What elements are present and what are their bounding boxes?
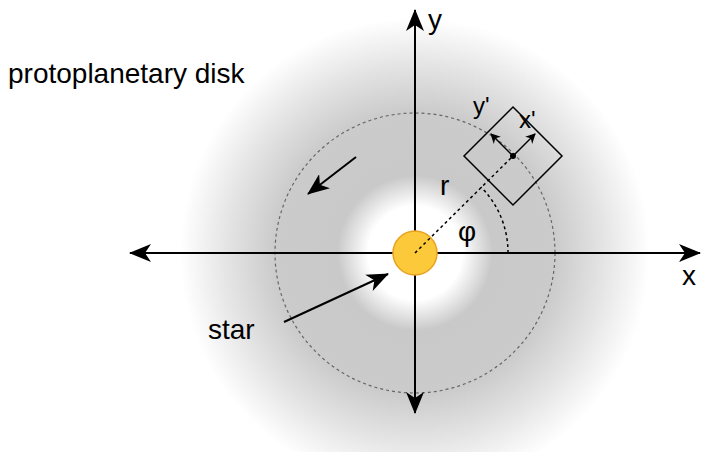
x-prime-arrow — [513, 134, 535, 156]
axis-label: y — [428, 6, 442, 34]
axis-label: x' — [519, 108, 536, 132]
y-prime-arrow — [491, 134, 513, 156]
star-leader-arrow — [284, 274, 388, 322]
frame-origin-dot — [510, 153, 516, 159]
y-axis — [414, 10, 416, 413]
axis-label: y' — [473, 94, 490, 118]
region-label: protoplanetary disk — [8, 60, 245, 88]
axis-label: x — [682, 262, 696, 290]
disk-leader-arrow — [308, 157, 356, 194]
radius-line — [415, 156, 513, 253]
variable-label: φ — [458, 218, 476, 246]
variable-label: r — [440, 172, 449, 200]
object-label: star — [208, 316, 255, 344]
local-frame-box — [464, 107, 562, 205]
